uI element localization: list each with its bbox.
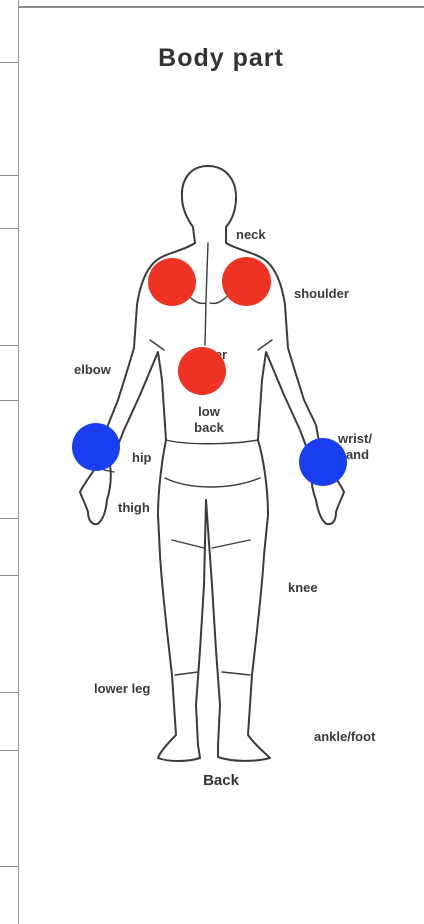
left-hand-marker[interactable] [72,423,120,471]
label-low-back: low back [186,404,232,436]
label-elbow: elbow [74,362,111,377]
left-shoulder-marker[interactable] [148,258,196,306]
upper-back-marker[interactable] [178,347,226,395]
label-shoulder: shoulder [294,286,349,301]
right-shoulder-marker[interactable] [222,257,271,306]
label-lower-leg: lower leg [94,681,150,696]
label-ankle-foot: ankle/foot [314,729,375,744]
right-hand-marker[interactable] [299,438,347,486]
label-knee: knee [288,580,318,595]
label-hip: hip [132,450,152,465]
label-thigh: thigh [118,500,150,515]
label-neck: neck [236,227,266,242]
view-label: Back [18,772,424,789]
